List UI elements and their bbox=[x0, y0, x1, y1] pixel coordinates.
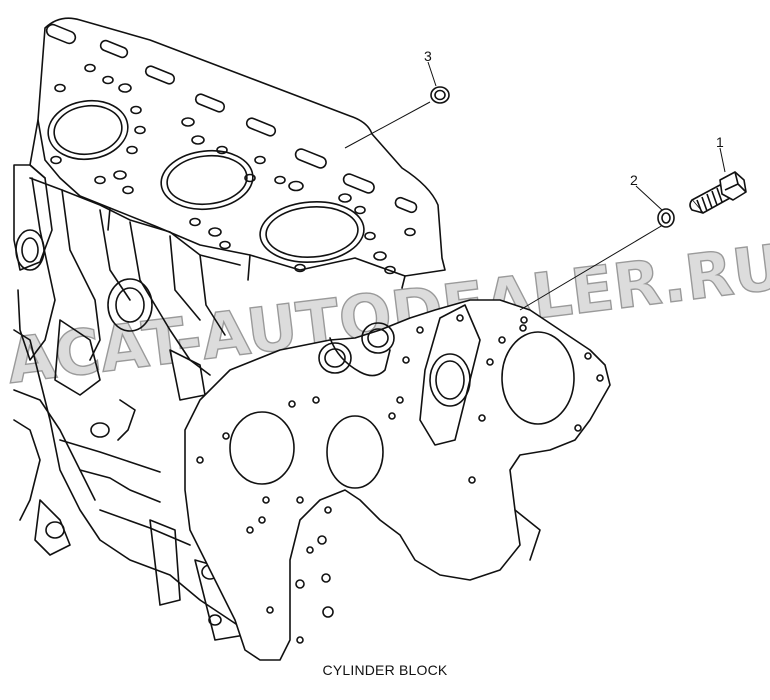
washer-2 bbox=[657, 208, 675, 228]
leader-line-2 bbox=[519, 221, 669, 311]
gasket-hole bbox=[50, 63, 416, 275]
callout-number-2: 2 bbox=[630, 172, 638, 188]
cylinder-bore bbox=[259, 201, 365, 263]
callout-tick-2 bbox=[635, 185, 663, 211]
callout-tick-1 bbox=[719, 147, 726, 173]
head-gasket bbox=[29, 17, 446, 289]
callout-tick-3 bbox=[427, 61, 437, 87]
diagram-caption: CYLINDER BLOCK bbox=[322, 662, 448, 678]
cylinder-bore bbox=[47, 99, 129, 161]
callout-number-3: 3 bbox=[424, 48, 432, 64]
leader-line-3 bbox=[344, 101, 431, 149]
front-plate bbox=[184, 299, 611, 661]
seal-ring-3 bbox=[430, 86, 450, 104]
bolt-hole bbox=[196, 314, 604, 644]
callout-number-1: 1 bbox=[716, 134, 724, 150]
coolant-slot bbox=[45, 23, 418, 214]
hex-bolt-1 bbox=[689, 171, 747, 214]
